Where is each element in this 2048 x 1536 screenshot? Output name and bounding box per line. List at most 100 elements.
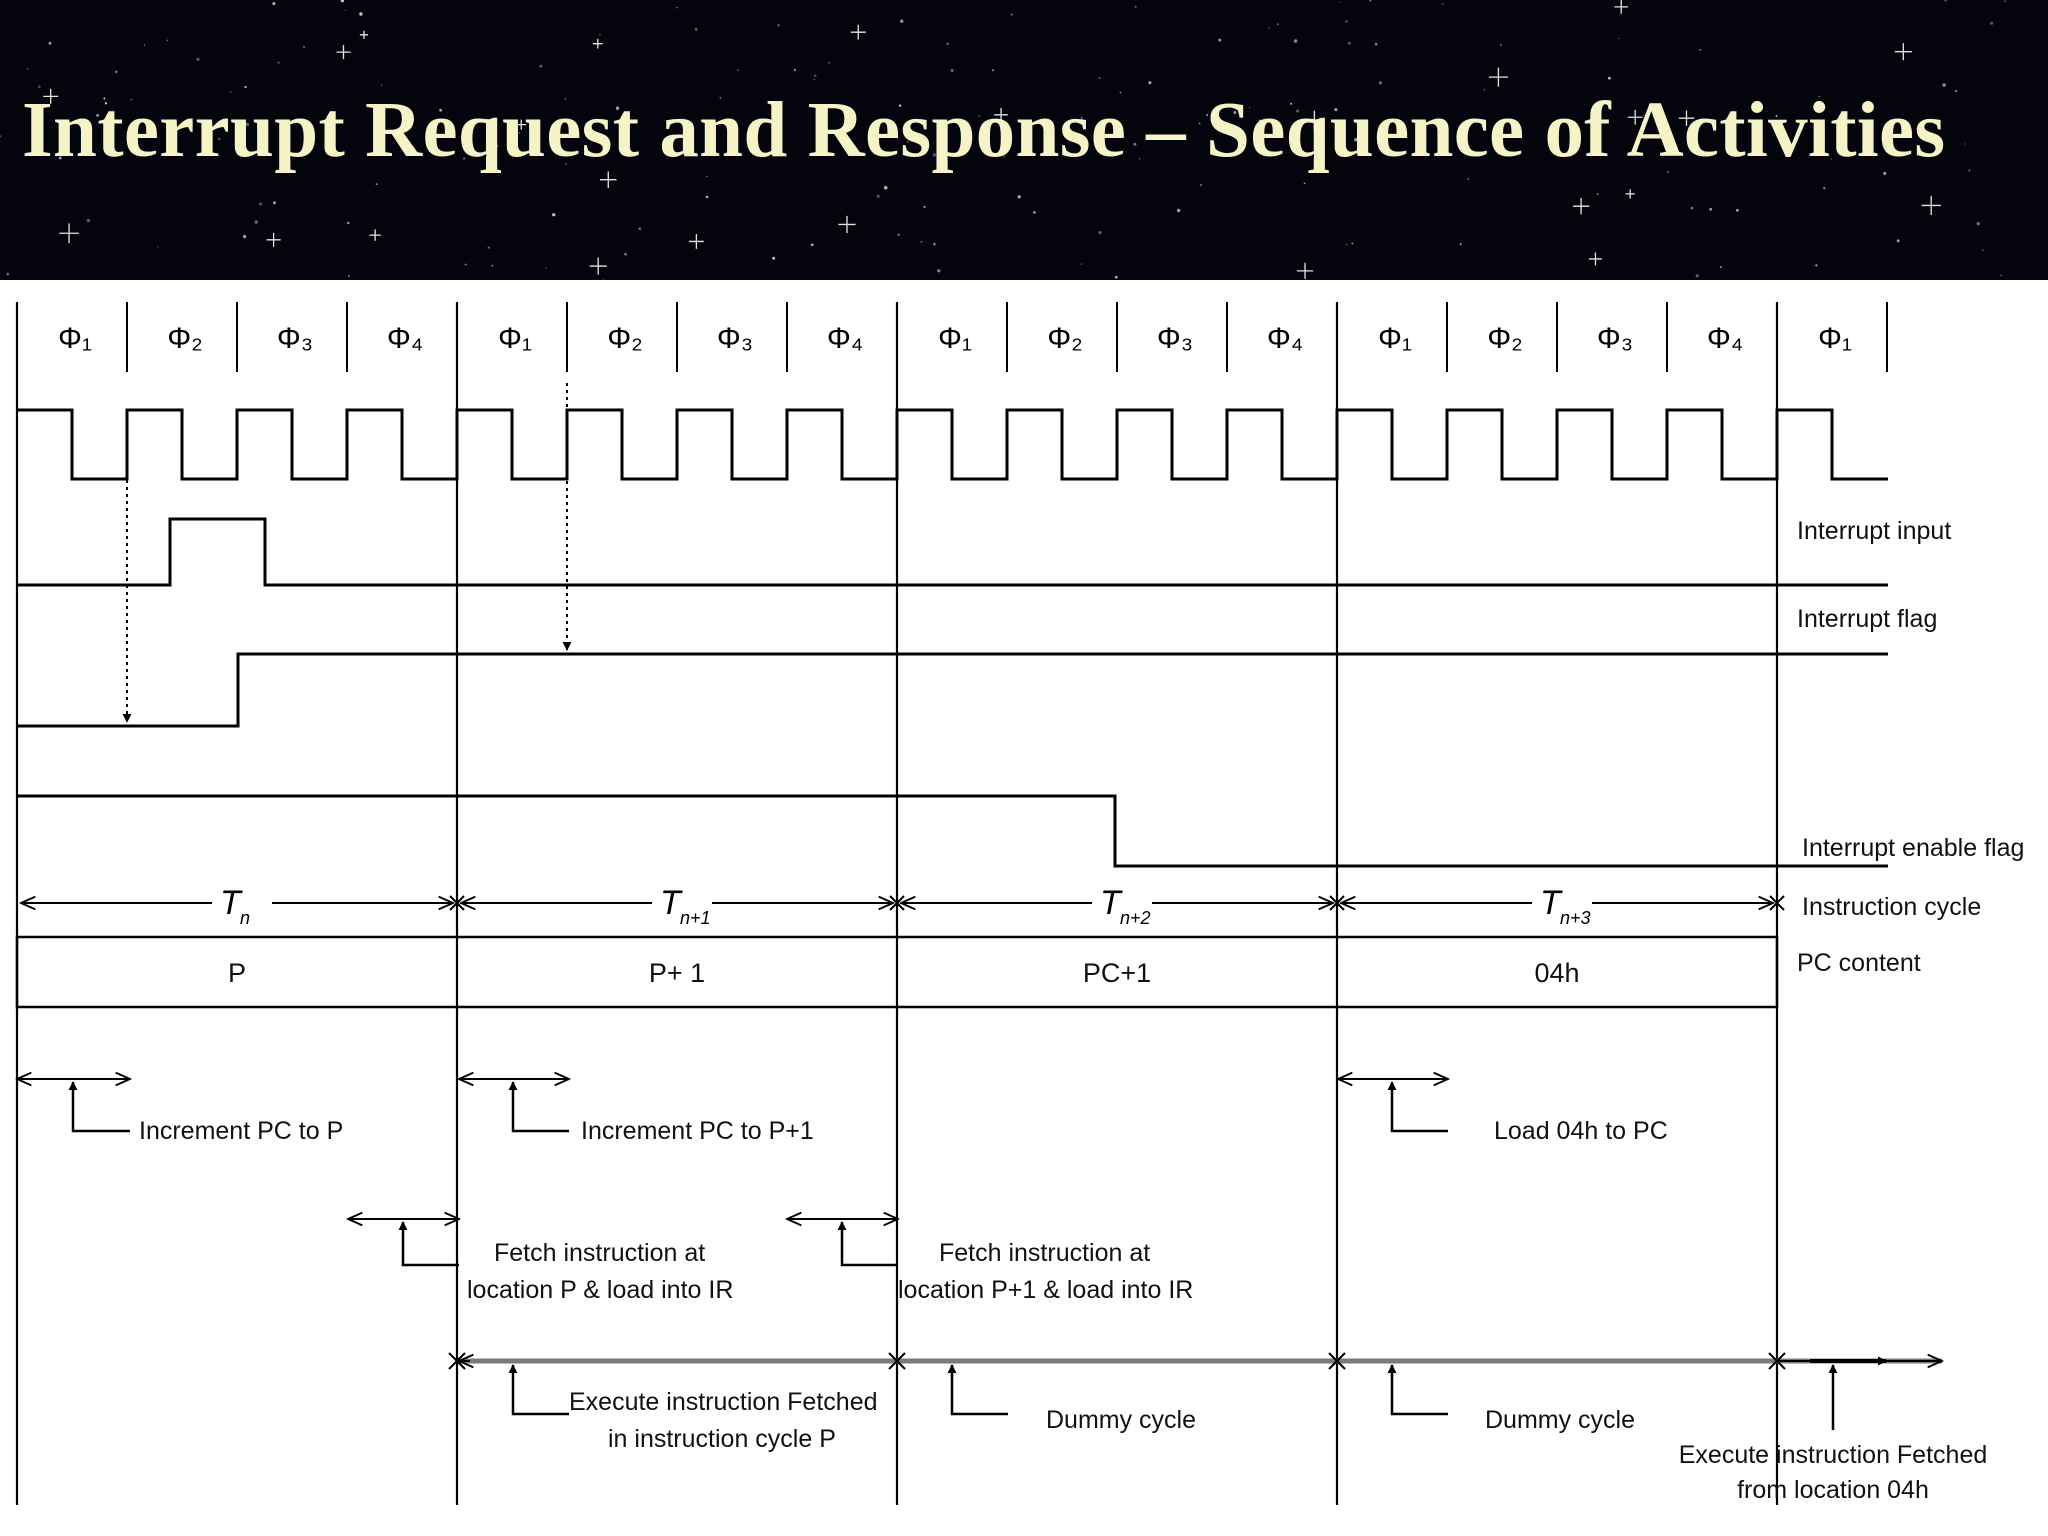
star (1268, 27, 1270, 29)
pc-content-label: PC content (1797, 949, 1921, 977)
star (491, 264, 494, 267)
cycle-tick-mark (1769, 895, 1785, 911)
star (1736, 209, 1739, 212)
star (539, 64, 543, 68)
star-sparkle (1627, 109, 1643, 125)
star-sparkle (43, 88, 59, 104)
cycle-subscript: n+2 (1120, 908, 1151, 928)
interrupt-flag-signal (17, 652, 1888, 728)
star (48, 41, 52, 45)
star (883, 186, 888, 190)
star (1618, 37, 1620, 40)
star (1138, 158, 1141, 160)
star (230, 91, 232, 93)
star (130, 98, 133, 101)
star (1345, 243, 1348, 246)
star (1643, 114, 1645, 117)
star (1467, 178, 1470, 180)
pc-value-3: 04h (1534, 958, 1579, 988)
star (565, 163, 567, 165)
star (897, 233, 900, 236)
phase-label: Φ₄ (827, 322, 863, 355)
star (1119, 91, 1122, 94)
star-sparkle (1488, 67, 1508, 87)
annotation-fetch-p-line1: Fetch instruction at (494, 1239, 705, 1267)
starfield-background (0, 0, 2006, 280)
star-sparkle (600, 171, 617, 188)
phase-label: Φ₂ (607, 322, 643, 355)
execute-tick (888, 1352, 906, 1370)
star (963, 148, 967, 152)
star (1347, 41, 1351, 45)
star (1942, 83, 1946, 87)
star (245, 122, 250, 127)
star (1830, 158, 1832, 160)
star (1010, 13, 1013, 16)
star (1233, 110, 1237, 115)
star-sparkle (850, 24, 866, 40)
pointer-fetch-p1 (837, 1221, 898, 1267)
star (638, 227, 641, 230)
star (258, 202, 263, 206)
interrupt-enable-flag-signal (17, 794, 1888, 868)
star (719, 97, 721, 99)
star (272, 2, 276, 6)
star (933, 242, 936, 246)
star (6, 272, 10, 276)
star (1033, 211, 1036, 214)
star (777, 24, 780, 27)
star (1276, 23, 1280, 26)
star (545, 267, 547, 269)
cycle-subscript: n+1 (680, 908, 711, 928)
star (0, 135, 2, 138)
star-sparkle (516, 119, 527, 130)
star (209, 125, 213, 129)
star (166, 39, 169, 42)
star (143, 44, 146, 46)
pc-value-1: P+ 1 (649, 958, 705, 988)
star (244, 85, 247, 89)
phase-label: Φ₁ (58, 322, 92, 355)
star-sparkle (1625, 189, 1635, 199)
star (1290, 102, 1293, 105)
star (1699, 48, 1702, 51)
star (1944, 0, 1947, 2)
phase-label: Φ₂ (167, 322, 203, 355)
star (347, 221, 350, 225)
star-sparkle (266, 232, 281, 247)
star (1500, 44, 1502, 46)
star (1976, 221, 1981, 226)
pc-value-2: PC+1 (1083, 958, 1151, 988)
star (518, 132, 521, 134)
star (907, 141, 909, 143)
star (793, 68, 796, 71)
cycle-subscript: n (240, 908, 250, 928)
annotation-execute-04h-line1: Execute instruction Fetched (1679, 1441, 1988, 1469)
star (2004, 0, 2006, 3)
phase-label: Φ₃ (277, 322, 313, 355)
star (1303, 182, 1306, 185)
execute-tick (448, 1352, 466, 1370)
star-sparkle (1572, 198, 1590, 215)
pc-content-box (15, 935, 1779, 1009)
star (1199, 183, 1203, 187)
star (1815, 264, 1818, 267)
star (1080, 263, 1083, 265)
annotation-fetch-p1-line1: Fetch instruction at (939, 1239, 1150, 1267)
star (624, 252, 627, 256)
star (1968, 169, 1971, 172)
star-sparkle (589, 257, 607, 275)
star (552, 213, 556, 217)
star (1080, 117, 1083, 119)
execute-tick (1768, 1352, 1786, 1370)
star (375, 183, 378, 185)
star (218, 137, 221, 141)
star (1134, 5, 1137, 8)
star (959, 122, 963, 125)
star (38, 85, 41, 89)
star-sparkle (1894, 43, 1912, 61)
execute-tick (1328, 1352, 1346, 1370)
star (615, 106, 620, 110)
star (1258, 119, 1262, 122)
star (920, 240, 923, 244)
